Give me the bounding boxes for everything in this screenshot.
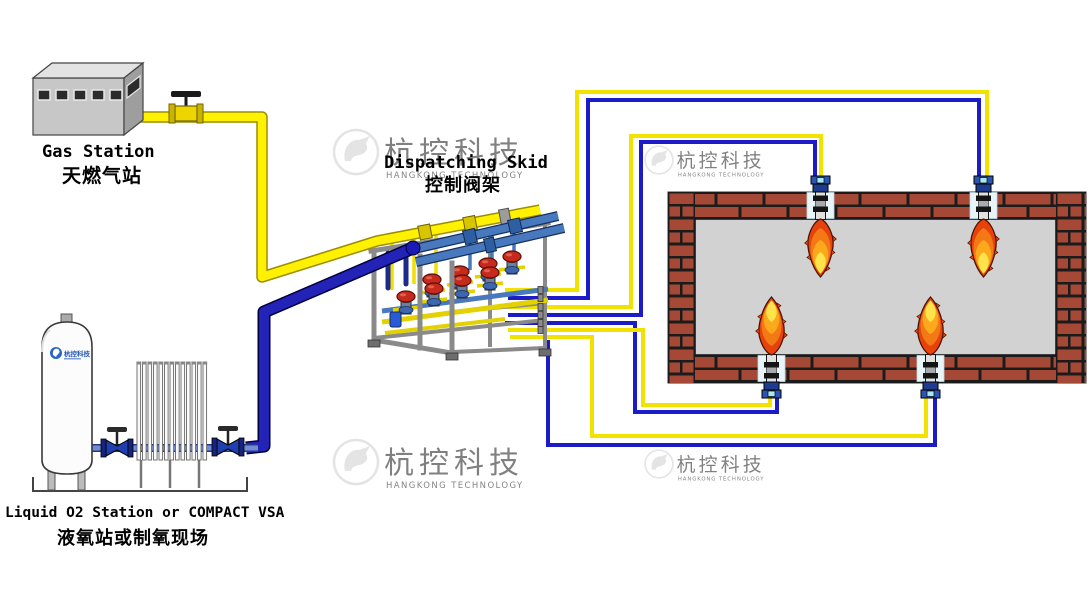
- svg-text:杭控科技: 杭控科技: [64, 349, 91, 358]
- furnace-wall-left: [668, 192, 695, 383]
- o2-tank: 杭控科技: [41, 313, 93, 491]
- skid-output-flanges: [537, 286, 544, 334]
- o2-ground-tray: [32, 477, 248, 492]
- gas-valve-body: [168, 103, 204, 124]
- furnace: [667, 191, 1087, 384]
- skid-label-en: Dispatching Skid: [384, 153, 548, 173]
- gas-station-label-en: Gas Station: [42, 142, 155, 162]
- furnace-wall-right: [1056, 192, 1086, 383]
- furnace-interior: [694, 218, 1057, 356]
- gas-station-front: [32, 77, 125, 136]
- skid-label-zh: 控制阀架: [425, 174, 501, 196]
- gas-main-pipe: [124, 111, 542, 283]
- liquid-o2-station: 杭控科技: [32, 313, 258, 492]
- gas-station-label-zh: 天燃气站: [62, 164, 142, 187]
- vaporizer: [136, 361, 208, 488]
- labels: Gas Station 天燃气站 Dispatching Skid 控制阀架 L…: [5, 142, 548, 549]
- o2-label-zh: 液氧站或制氧现场: [57, 527, 209, 549]
- skid-pump: [389, 311, 402, 328]
- skid-blue-headers: [408, 211, 566, 267]
- o2-label-en: Liquid O2 Station or COMPACT VSA: [5, 505, 285, 521]
- gas-station: [31, 61, 204, 137]
- furnace-wall-bottom: [668, 355, 1086, 383]
- skid-control-valves: [392, 250, 526, 315]
- gas-station-windows: [37, 74, 141, 101]
- furnace-wall-top: [668, 192, 1086, 219]
- o2-valve-2: [211, 426, 245, 457]
- o2-valve-1: [100, 427, 134, 458]
- burner-feed-lines: [505, 90, 989, 447]
- tank-logo: 杭控科技: [50, 347, 91, 360]
